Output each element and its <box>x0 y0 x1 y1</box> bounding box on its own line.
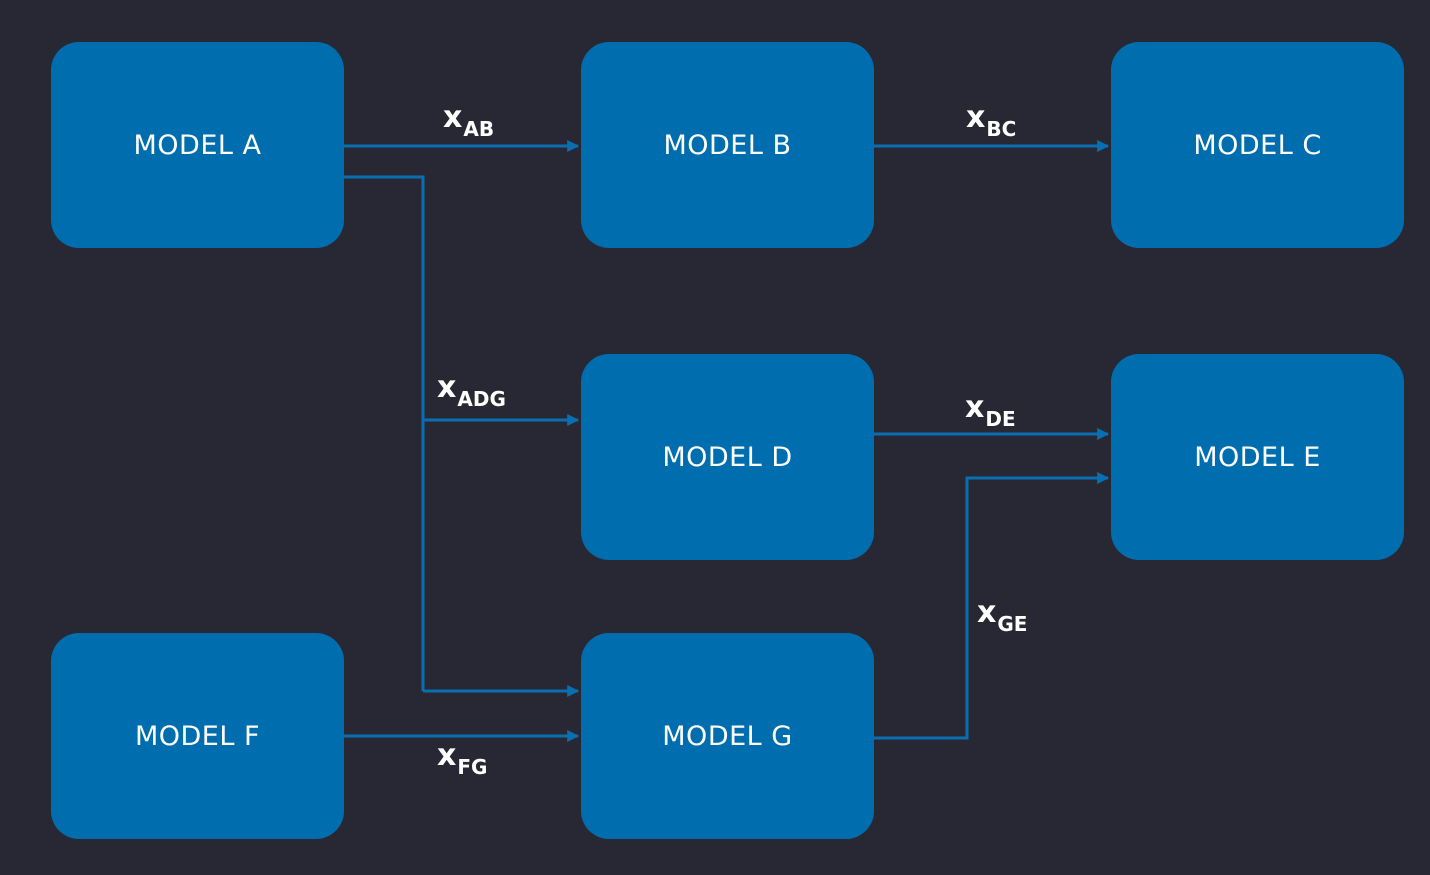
edge-label-var: x <box>437 370 457 405</box>
edge-ge <box>874 472 1110 740</box>
node-label: MODEL G <box>662 720 793 752</box>
node-model-e[interactable]: MODEL E <box>1111 354 1404 560</box>
node-label: MODEL E <box>1194 441 1321 473</box>
node-model-c[interactable]: MODEL C <box>1111 42 1404 248</box>
edge-label-sub: BC <box>986 117 1017 141</box>
node-label: MODEL C <box>1193 129 1322 161</box>
node-label: MODEL A <box>133 129 262 161</box>
edge-label-var: x <box>966 100 986 135</box>
node-model-g[interactable]: MODEL G <box>581 633 874 839</box>
edge-label-sub: ADG <box>457 387 506 411</box>
edge-label-ge: xGE <box>977 595 1027 635</box>
edge-label-adg: xADG <box>437 370 506 410</box>
edge-label-bc: xBC <box>966 100 1016 140</box>
edge-label-var: x <box>965 390 985 425</box>
node-label: MODEL D <box>662 441 793 473</box>
node-model-d[interactable]: MODEL D <box>581 354 874 560</box>
edge-label-sub: DE <box>985 407 1016 431</box>
edge-label-sub: AB <box>463 117 495 141</box>
node-label: MODEL F <box>134 720 261 752</box>
node-model-b[interactable]: MODEL B <box>581 42 874 248</box>
node-label: MODEL B <box>663 129 792 161</box>
node-model-f[interactable]: MODEL F <box>51 633 344 839</box>
edge-label-ab: xAB <box>443 100 494 140</box>
edge-label-sub: FG <box>457 755 488 779</box>
edge-label-fg: xFG <box>437 738 487 778</box>
edge-label-var: x <box>437 738 457 773</box>
node-model-a[interactable]: MODEL A <box>51 42 344 248</box>
edge-label-de: xDE <box>965 390 1016 430</box>
edge-label-var: x <box>977 595 997 630</box>
edge-label-sub: GE <box>997 612 1028 636</box>
edge-adg-trunk <box>344 175 425 691</box>
edge-label-var: x <box>443 100 463 135</box>
